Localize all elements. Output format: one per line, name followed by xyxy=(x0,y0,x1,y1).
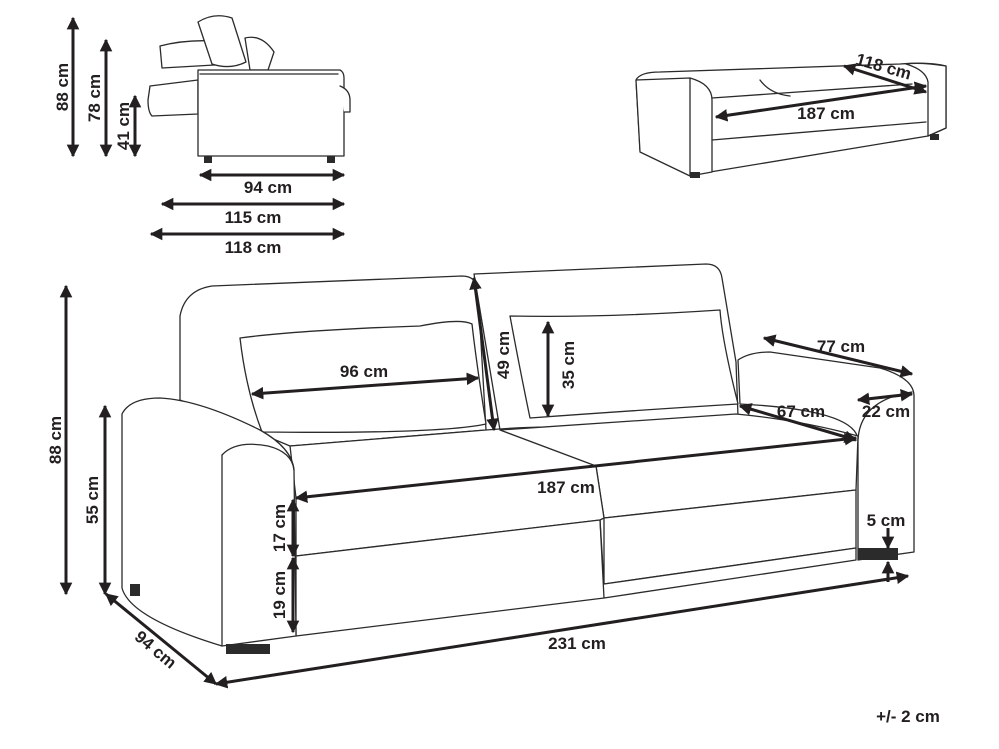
label-leg-height: 5 cm xyxy=(867,511,906,530)
label-pillow-width: 96 cm xyxy=(340,362,388,381)
dim-back-height xyxy=(469,276,499,432)
label-back-height: 49 cm xyxy=(494,331,513,379)
label-front-height-arm: 55 cm xyxy=(83,476,102,524)
label-pillow-height: 35 cm xyxy=(559,341,578,389)
side-view-dimensions: 88 cm 78 cm 41 cm 94 cm 115 cm 118 cm xyxy=(53,16,346,257)
label-front-height-total: 88 cm xyxy=(46,416,65,464)
label-cushion-height: 17 cm xyxy=(270,504,289,552)
dim-total-width xyxy=(214,571,910,689)
label-side-height-arm: 41 cm xyxy=(114,102,133,150)
label-arm-width: 22 cm xyxy=(862,402,910,421)
dim-depth xyxy=(105,592,217,686)
label-base-height: 19 cm xyxy=(270,571,289,619)
label-seat-depth: 67 cm xyxy=(777,402,825,421)
dim-arm-depth xyxy=(762,334,914,378)
front-view-dimensions: 88 cm 55 cm 94 cm 96 cm 35 cm 49 cm 77 c… xyxy=(46,276,940,726)
label-total-width: 231 cm xyxy=(548,634,606,653)
dim-bed-length xyxy=(714,81,928,122)
label-bed-length: 187 cm xyxy=(797,104,855,123)
label-side-height-back: 78 cm xyxy=(85,74,104,122)
label-side-depth-max: 118 cm xyxy=(225,238,282,257)
dim-pillow-width xyxy=(250,372,480,400)
label-side-height-total: 88 cm xyxy=(53,63,72,111)
label-side-depth-open: 115 cm xyxy=(225,208,282,227)
label-tolerance: +/- 2 cm xyxy=(876,707,940,726)
side-view-sofa xyxy=(147,15,351,163)
label-seat-width: 187 cm xyxy=(537,478,595,497)
dim-arm-width xyxy=(856,388,914,406)
label-side-depth-seat: 94 cm xyxy=(244,178,292,197)
front-view-sofa xyxy=(121,263,915,654)
dim-seat-width xyxy=(294,432,858,504)
label-arm-depth: 77 cm xyxy=(817,337,865,356)
